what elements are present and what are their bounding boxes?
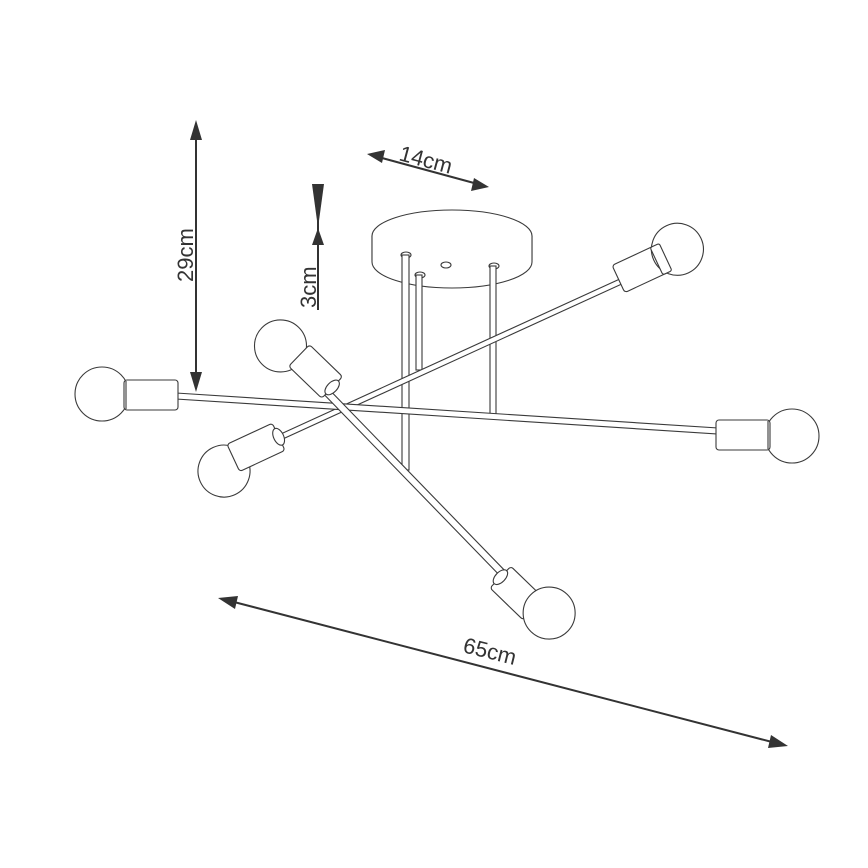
bulb-left [74,366,179,422]
canopy [371,209,533,289]
bulb-top-right [612,222,704,293]
ceiling-lamp-drawing [74,209,820,640]
dimension-total-width: 65cm [218,596,788,748]
dimension-label-14cm: 14cm [397,141,455,179]
bulb-right [715,408,820,464]
dimension-height-total: 29cm [173,120,202,392]
dimension-label-3cm: 3cm [296,266,321,308]
dimension-label-29cm: 29cm [173,228,198,282]
bulb-lower-left [197,423,286,498]
arm-left-to-right [175,392,719,435]
bulb-upper-left [253,319,342,398]
dimension-canopy-height: 3cm [296,184,324,310]
dimension-canopy-width: 14cm [367,141,489,191]
bulb-bottom [490,567,576,640]
